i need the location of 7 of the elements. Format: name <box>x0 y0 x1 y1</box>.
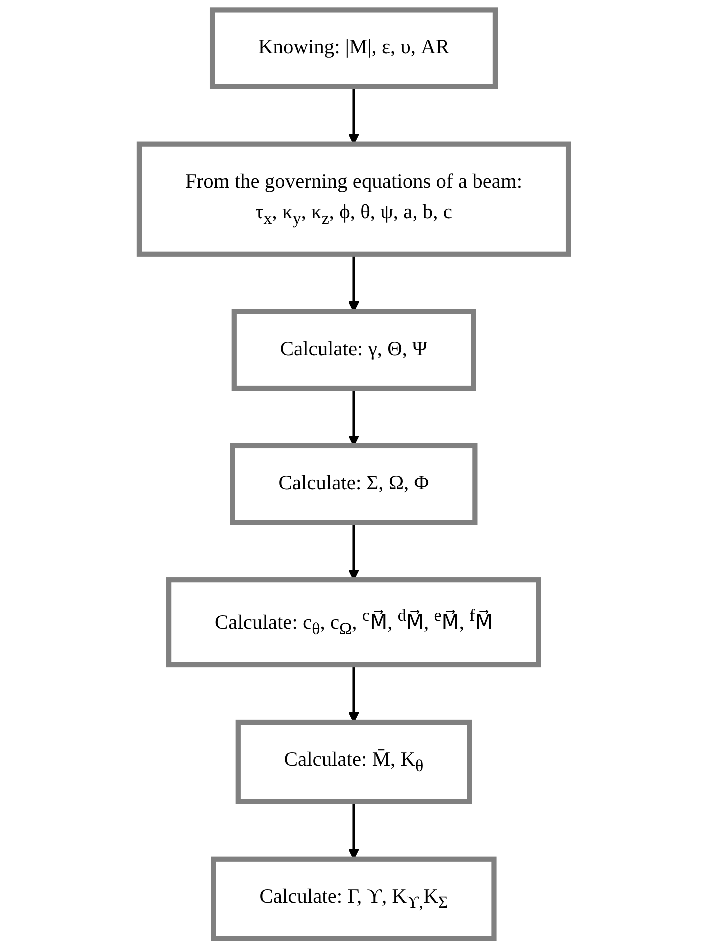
node-box: Calculate: Σ, Ω, Φ <box>230 443 478 526</box>
node-box: Calculate: γ, Θ, Ψ <box>232 309 476 392</box>
node-box: Calculate: Γ, ϒ, K$_{ϒ,}$K$_{Σ}$ <box>211 856 497 942</box>
node-box: Calculate: M̄, K$_{θ}$ <box>236 720 472 804</box>
node-box: From the governing equations of a beam: τ$_{x}$, κ$_{y}$, κ$_{z}$, ϕ, θ, ψ, a, b, c <box>136 142 572 257</box>
node-box: Knowing: |M|, ε, υ, AR <box>210 8 498 90</box>
node-box: Calculate: c$_{θ}$, c$_{Ω}$, $^{c}$M⃗, $^{d}$M⃗, $^{e}$M⃗, $^{f}$M⃗ <box>166 578 542 668</box>
